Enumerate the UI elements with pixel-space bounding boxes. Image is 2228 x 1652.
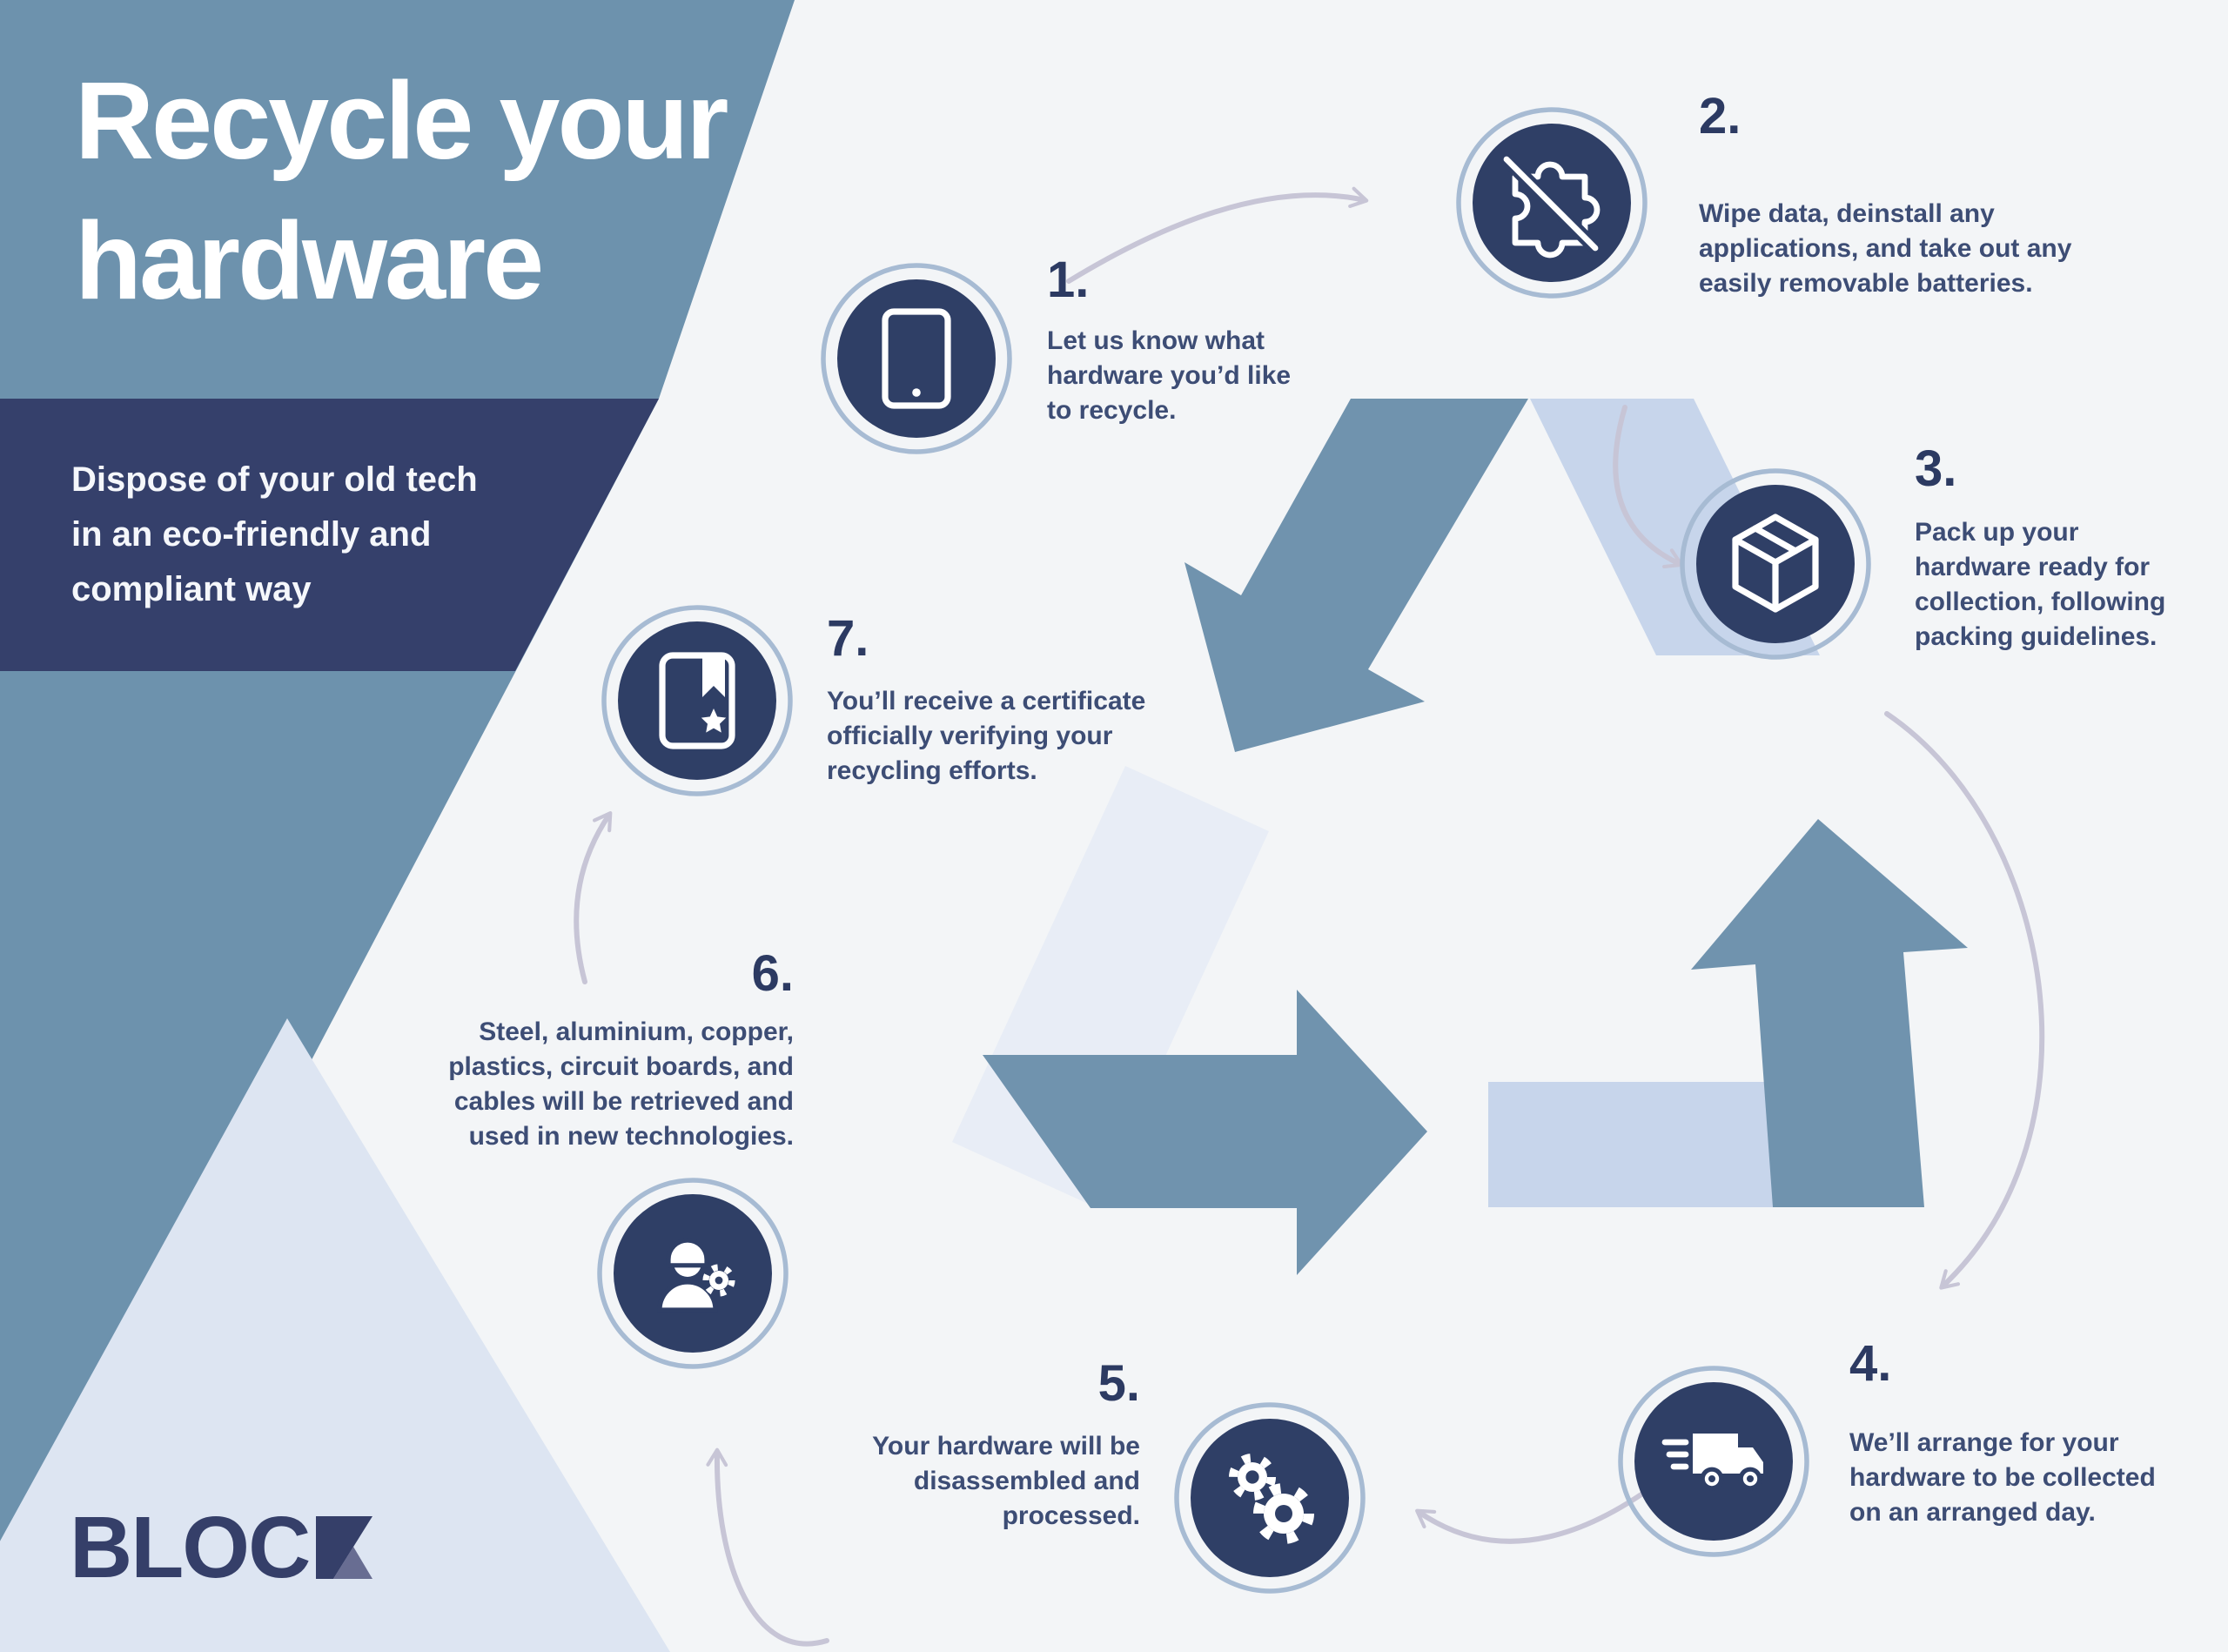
- badge-ring: [1680, 468, 1871, 660]
- connector-arrow-1-2: [1066, 186, 1369, 284]
- connector-arrow-5-6: [706, 1447, 829, 1647]
- step-3-number: 3.: [1915, 440, 1957, 497]
- step-5-text: Your hardware will be disassembled and p…: [872, 1432, 1140, 1530]
- block-logo: BLOC: [70, 1499, 373, 1596]
- step-2-badge: [1452, 103, 1652, 303]
- step-6-badge: [593, 1173, 793, 1373]
- step-1-badge: [816, 259, 1017, 459]
- connector-arrow-4-5: [1415, 1481, 1659, 1544]
- page-subtitle: Dispose of your old tech in an eco-frien…: [71, 460, 478, 609]
- recycle-arrow-bottom: [983, 990, 1427, 1275]
- badge-ring: [601, 605, 793, 796]
- delivery-truck-icon: [1661, 1434, 1763, 1491]
- badge-ring: [1456, 107, 1648, 299]
- step-2-text: Wipe data, deinstall any applications, a…: [1699, 199, 2072, 298]
- certificate-icon: [659, 652, 735, 749]
- page-title: Recycle your hardware: [75, 59, 728, 323]
- step-3-badge: [1675, 464, 1876, 664]
- step-7-number: 7.: [827, 610, 869, 667]
- wipe-data-puzzle-icon: [1501, 154, 1601, 259]
- step-5-badge: [1170, 1398, 1370, 1598]
- badge-ring: [1174, 1402, 1366, 1594]
- badge-ring: [821, 263, 1012, 454]
- logo-k-glyph: [316, 1516, 373, 1579]
- connector-arrow-3-4: [1884, 711, 2045, 1290]
- badge-ring: [1618, 1366, 1809, 1557]
- logo-wordmark: BLOC: [70, 1499, 311, 1596]
- recycle-band-bottom-right: [1488, 1082, 1812, 1207]
- step-3-text: Pack up your hardware ready for collecti…: [1915, 518, 2166, 651]
- badge-disc: [618, 621, 776, 780]
- package-box-icon: [1732, 514, 1819, 613]
- recycle-arrow-right: [1691, 819, 1968, 1207]
- step-2-number: 2.: [1699, 88, 1741, 144]
- subtitle-panel: [0, 399, 659, 671]
- connector-arrow-2-3: [1613, 405, 1684, 569]
- recycle-arrow-top-left: [1184, 399, 1528, 752]
- step-7-badge: [597, 601, 797, 801]
- badge-disc: [1191, 1419, 1349, 1577]
- step-7-text: You’ll receive a certificate officially …: [827, 687, 1146, 785]
- badge-disc: [837, 279, 996, 438]
- worker-icon: [657, 1238, 735, 1313]
- badge-ring: [597, 1178, 789, 1369]
- tablet-icon: [882, 308, 951, 409]
- step-1-text: Let us know what hardware you’d like to …: [1047, 326, 1292, 425]
- step-4-number: 4.: [1849, 1335, 1892, 1392]
- step-6-text: Steel, aluminium, copper, plastics, circ…: [448, 1017, 794, 1151]
- step-6-number: 6.: [751, 945, 794, 1002]
- step-1-number: 1.: [1047, 252, 1090, 308]
- step-4-text: We’ll arrange for your hardware to be co…: [1849, 1428, 2156, 1527]
- light-corner-triangle: [0, 1018, 670, 1652]
- step-4-badge: [1614, 1361, 1814, 1561]
- gears-icon: [1229, 1454, 1314, 1544]
- step-5-number: 5.: [1097, 1355, 1140, 1412]
- connector-arrow-6-7: [574, 811, 613, 984]
